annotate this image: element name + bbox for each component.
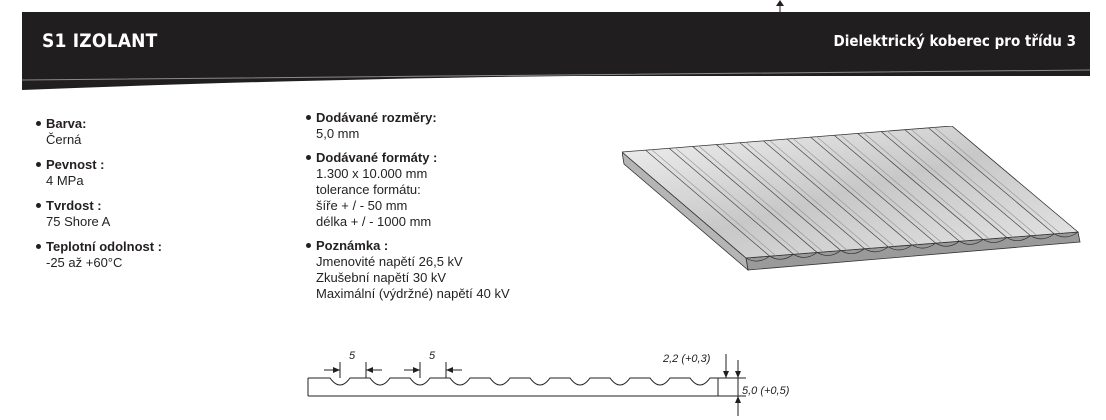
property-value: šíře + / - 50 mm: [316, 198, 408, 213]
rib-highlight: [887, 130, 1014, 238]
rib-line: [786, 138, 913, 246]
product-subtitle: Dielektrický koberec pro třídu 3: [833, 32, 1076, 50]
property-label: Barva:: [36, 116, 162, 132]
property-hardness: Tvrdost : 75 Shore A: [36, 198, 162, 230]
rib-highlight: [910, 128, 1037, 236]
rib-line: [692, 146, 818, 253]
rib-line: [716, 144, 842, 251]
rib-line: [645, 149, 770, 257]
property-value: tolerance formátu:: [316, 182, 421, 197]
dim-pitch-1: 5: [349, 350, 356, 362]
rib-highlight: [745, 141, 871, 249]
properties-left: Barva: Černá Pevnost : 4 MPa Tvrdost : 7…: [36, 116, 162, 280]
rib-highlight: [698, 145, 824, 253]
arrow-up-icon: [776, 0, 784, 12]
rib-highlight: [816, 136, 942, 243]
rib-line: [904, 129, 1031, 236]
property-label: Teplotní odolnost :: [36, 239, 162, 255]
rib-highlight: [839, 134, 966, 242]
property-label: Pevnost :: [36, 157, 162, 173]
property-value: 4 MPa: [46, 173, 84, 188]
rib-line: [763, 140, 889, 248]
property-color: Barva: Černá: [36, 116, 162, 148]
property-label: Poznámka :: [306, 238, 510, 254]
rib-highlight: [674, 147, 800, 255]
property-formats: Dodávané formáty : 1.300 x 10.000 mm tol…: [306, 150, 510, 230]
dim-pitch-2: 5: [429, 350, 436, 362]
rib-highlight: [863, 132, 990, 240]
properties-right: Dodávané rozměry: 5,0 mm Dodávané formát…: [306, 110, 510, 310]
property-value: Maximální (výdržné) napětí 40 kV: [316, 286, 510, 301]
property-value: 5,0 mm: [316, 126, 360, 141]
property-label: Dodávané rozměry:: [306, 110, 510, 126]
property-value: Jmenovité napětí 26,5 kV: [316, 254, 463, 269]
property-value: Černá: [46, 132, 82, 147]
property-label: Tvrdost :: [36, 198, 162, 214]
rib-highlight: [769, 140, 895, 247]
property-value: délka + / - 1000 mm: [316, 214, 432, 229]
rib-line: [668, 148, 794, 255]
dim-thickness: 5,0 (+0,5): [742, 385, 790, 397]
mat-front-edge: [745, 231, 1079, 262]
property-value: 75 Shore A: [46, 214, 111, 229]
dim-depth: 2,2 (+0,3): [662, 353, 711, 365]
property-note: Poznámka : Jmenovité napětí 26,5 kV Zkuš…: [306, 238, 510, 302]
rib-line: [739, 142, 865, 249]
rib-highlight: [651, 149, 776, 256]
rib-highlight: [792, 138, 919, 245]
rib-highlight: [722, 143, 848, 251]
rib-line: [810, 136, 936, 244]
rib-line: [881, 131, 1008, 238]
property-sizes: Dodávané rozměry: 5,0 mm: [306, 110, 510, 142]
rib-highlight: [934, 127, 1061, 234]
rib-line: [928, 127, 1055, 235]
product-title: S1 IZOLANT: [42, 30, 158, 52]
header-swoosh: [22, 64, 1090, 90]
property-value: 1.300 x 10.000 mm: [316, 166, 428, 181]
cross-section-drawing: 5 5 2,2 (+0,3) 5,0 (+0,5): [307, 350, 790, 416]
property-strength: Pevnost : 4 MPa: [36, 157, 162, 189]
property-value: -25 až +60°C: [46, 255, 123, 270]
property-temperature: Teplotní odolnost : -25 až +60°C: [36, 239, 162, 271]
property-label: Dodávané formáty :: [306, 150, 510, 166]
rib-line: [857, 133, 984, 240]
ribbed-mat-illustration: [622, 126, 1081, 272]
rib-line: [833, 135, 960, 242]
property-value: Zkušební napětí 30 kV: [316, 270, 447, 285]
